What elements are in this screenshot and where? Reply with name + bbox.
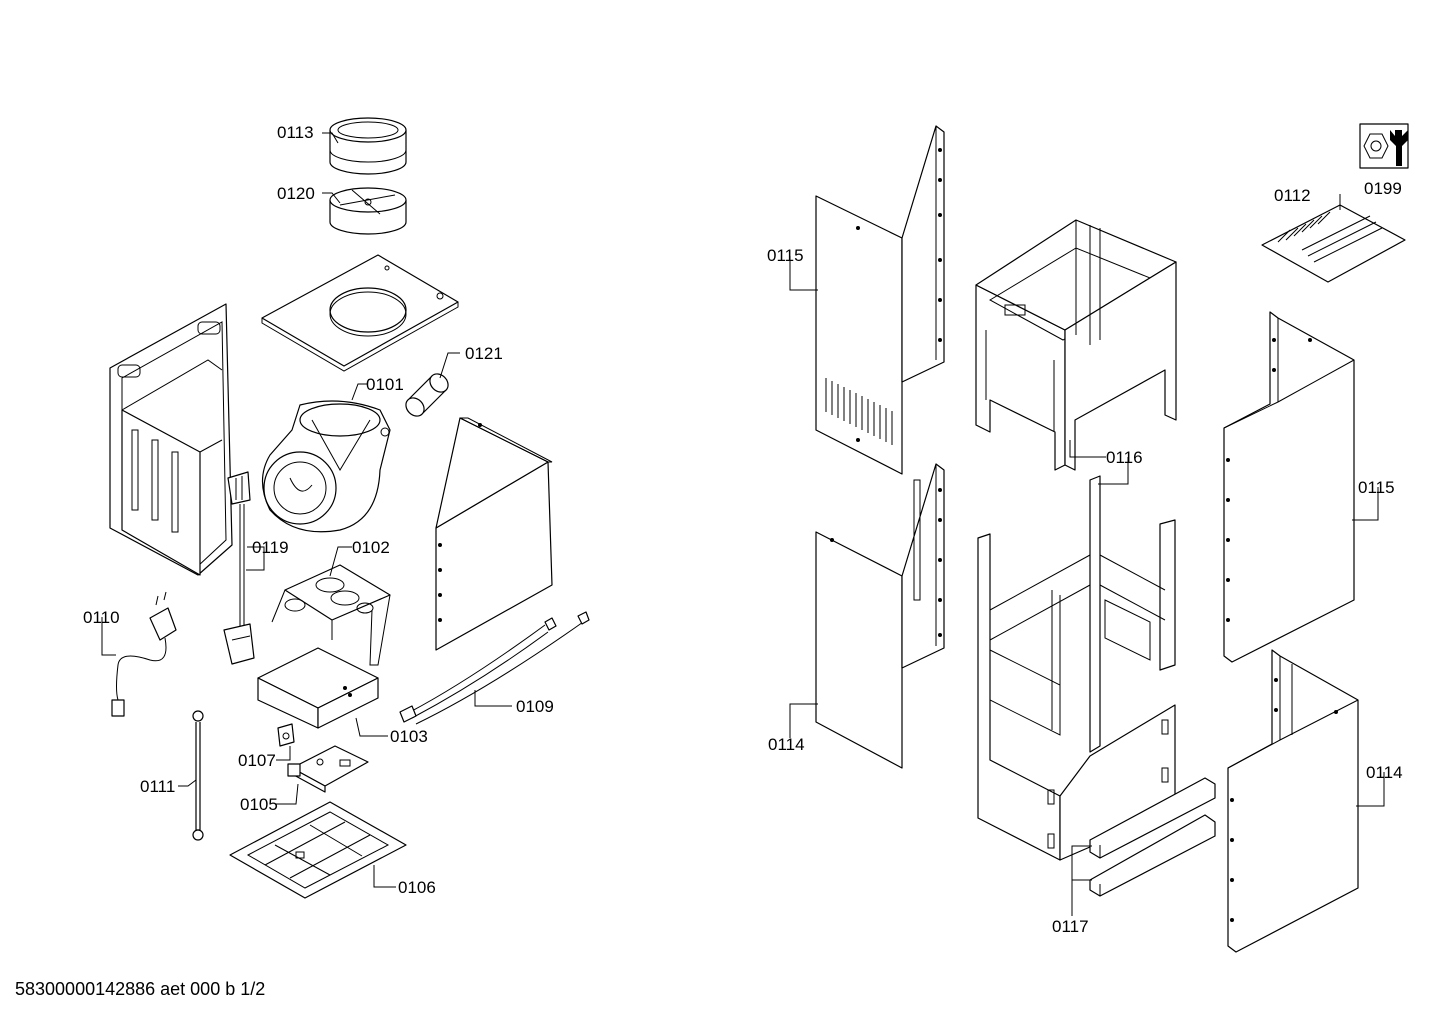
label-0109: 0109 <box>516 697 554 716</box>
label-0114-right: 0114 <box>1366 763 1403 782</box>
label-0120: 0120 <box>277 184 315 203</box>
label-0119: 0119 <box>252 538 289 557</box>
label-0115-right: 0115 <box>1358 478 1395 497</box>
label-0103: 0103 <box>390 727 428 746</box>
part-0103-control-box[interactable] <box>257 647 379 729</box>
leader-lines <box>101 132 1385 916</box>
label-0106: 0106 <box>398 878 436 897</box>
label-0102: 0102 <box>352 538 390 557</box>
label-0199: 0199 <box>1364 179 1402 198</box>
label-0112: 0112 <box>1274 186 1311 205</box>
part-0114-right-lower-panel[interactable] <box>1227 649 1359 953</box>
part-chimney-shell-left[interactable] <box>435 417 553 651</box>
part-0106-grease-filter[interactable] <box>229 801 407 899</box>
wrench-nut-icon <box>1359 123 1409 169</box>
part-0111-ground-strap[interactable] <box>192 710 204 841</box>
part-0115-right-upper-panel[interactable] <box>1223 311 1355 663</box>
part-0110-power-cord[interactable] <box>111 591 177 717</box>
part-top-plate[interactable] <box>261 254 459 372</box>
part-0121-capacitor[interactable] <box>402 370 451 419</box>
label-0101: 0101 <box>366 375 404 394</box>
label-0105: 0105 <box>240 795 278 814</box>
part-0107-block[interactable] <box>277 723 295 747</box>
label-0115-left: 0115 <box>767 246 804 265</box>
part-0117-brackets[interactable] <box>1089 777 1216 897</box>
part-0120-damper[interactable] <box>329 187 407 235</box>
part-0112-screw-bag[interactable] <box>1261 204 1406 283</box>
part-0115-upper-panel[interactable] <box>815 125 945 475</box>
document-footer-id: 58300000142886 aet 000 b 1/2 <box>15 979 266 999</box>
part-0116-lower-frame[interactable] <box>977 475 1176 861</box>
part-0119-cable[interactable] <box>223 471 255 665</box>
part-0102-motor-mount[interactable] <box>271 564 391 666</box>
part-0114-lower-panel[interactable] <box>815 463 945 769</box>
label-0121: 0121 <box>465 344 503 363</box>
part-0116-upper-frame[interactable] <box>975 219 1177 471</box>
label-0116: 0116 <box>1106 448 1143 467</box>
label-0117: 0117 <box>1052 917 1089 936</box>
part-0101-fan-housing[interactable] <box>261 400 391 533</box>
label-0111: 0111 <box>140 777 175 796</box>
part-labels: 0113 0120 0121 0101 0119 0102 0110 0109 … <box>83 123 1403 936</box>
part-back-housing[interactable] <box>109 303 233 576</box>
part-0113-collar[interactable] <box>329 117 407 175</box>
label-0107: 0107 <box>238 751 276 770</box>
label-0114-left: 0114 <box>768 735 805 754</box>
label-0110: 0110 <box>83 608 120 627</box>
part-0105-pcb[interactable] <box>287 745 369 793</box>
label-0113: 0113 <box>277 123 314 142</box>
part-0109-wiring[interactable] <box>399 611 590 725</box>
